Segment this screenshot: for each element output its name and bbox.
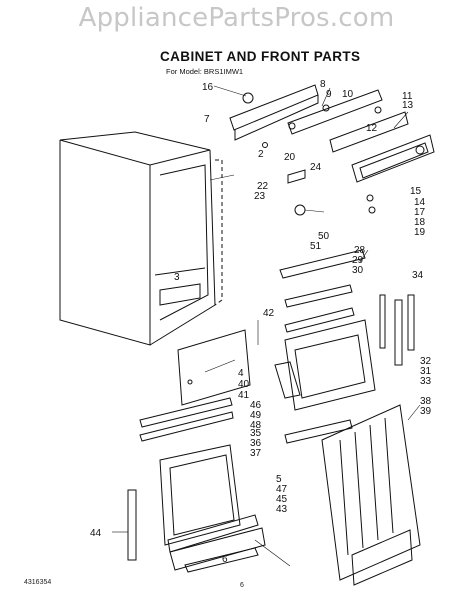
callout-18: 18 [414, 217, 426, 228]
callout-29: 29 [352, 255, 364, 266]
callout-44: 44 [90, 528, 102, 539]
callout-32: 32 [420, 356, 432, 367]
callout-16: 16 [202, 82, 214, 93]
callout-19: 19 [414, 227, 426, 238]
lower-strips [139, 397, 353, 444]
side-post [127, 489, 137, 561]
model-number: For Model: BRS1IMW1 [166, 67, 244, 76]
page-number: 6 [240, 582, 244, 589]
callout-49: 49 [250, 410, 262, 421]
callout-28: 28 [354, 245, 366, 256]
callout-12: 12 [366, 123, 378, 134]
control-housing [229, 84, 435, 216]
callout-11: 11 [402, 91, 413, 102]
door-frame [274, 319, 376, 411]
callout-10: 10 [342, 89, 354, 100]
callout-23: 23 [254, 191, 266, 202]
callout-9: 9 [326, 89, 332, 100]
cabinet-body [59, 131, 223, 346]
callout-14: 14 [414, 197, 426, 208]
callout-2: 2 [258, 149, 264, 160]
watermark: AppliancePartsPros.com [78, 3, 395, 33]
callout-38: 38 [420, 396, 432, 407]
callout-39: 39 [420, 406, 432, 417]
diagram-title: CABINET AND FRONT PARTS [160, 49, 361, 64]
callout-5: 5 [276, 474, 282, 485]
callout-17: 17 [414, 207, 426, 218]
callout-24: 24 [310, 162, 322, 173]
callout-34: 34 [412, 270, 424, 281]
callout-35: 35 [250, 428, 262, 439]
grille-panel [321, 404, 421, 586]
control-panel [177, 329, 251, 406]
callout-30: 30 [352, 265, 364, 276]
callout-6: 6 [222, 554, 228, 565]
callout-41: 41 [238, 390, 250, 401]
callout-4: 4 [238, 368, 244, 379]
callout-7: 7 [204, 114, 210, 125]
callout-46: 46 [250, 400, 262, 411]
trim-strips [279, 249, 415, 366]
callout-33: 33 [420, 376, 432, 387]
callout-48: 48 [250, 420, 262, 431]
callout-31: 31 [420, 366, 432, 377]
callout-45: 45 [276, 494, 288, 505]
callout-42: 42 [263, 308, 275, 319]
callout-22: 22 [257, 181, 269, 192]
callout-50: 50 [318, 231, 330, 242]
callout-37: 37 [250, 448, 262, 459]
callout-36: 36 [250, 438, 262, 449]
callout-47: 47 [276, 484, 288, 495]
callout-43: 43 [276, 504, 288, 515]
callout-labels: 16 8 9 10 11 13 7 2 12 20 24 22 23 15 14… [90, 79, 432, 565]
callout-40: 40 [238, 379, 250, 390]
callout-13: 13 [402, 100, 414, 111]
callout-3: 3 [174, 272, 180, 283]
door-panels [159, 444, 266, 573]
callout-51: 51 [310, 241, 322, 252]
callout-20: 20 [284, 152, 296, 163]
callout-15: 15 [410, 186, 422, 197]
document-number: 4316354 [24, 579, 52, 586]
callout-8: 8 [320, 79, 326, 90]
